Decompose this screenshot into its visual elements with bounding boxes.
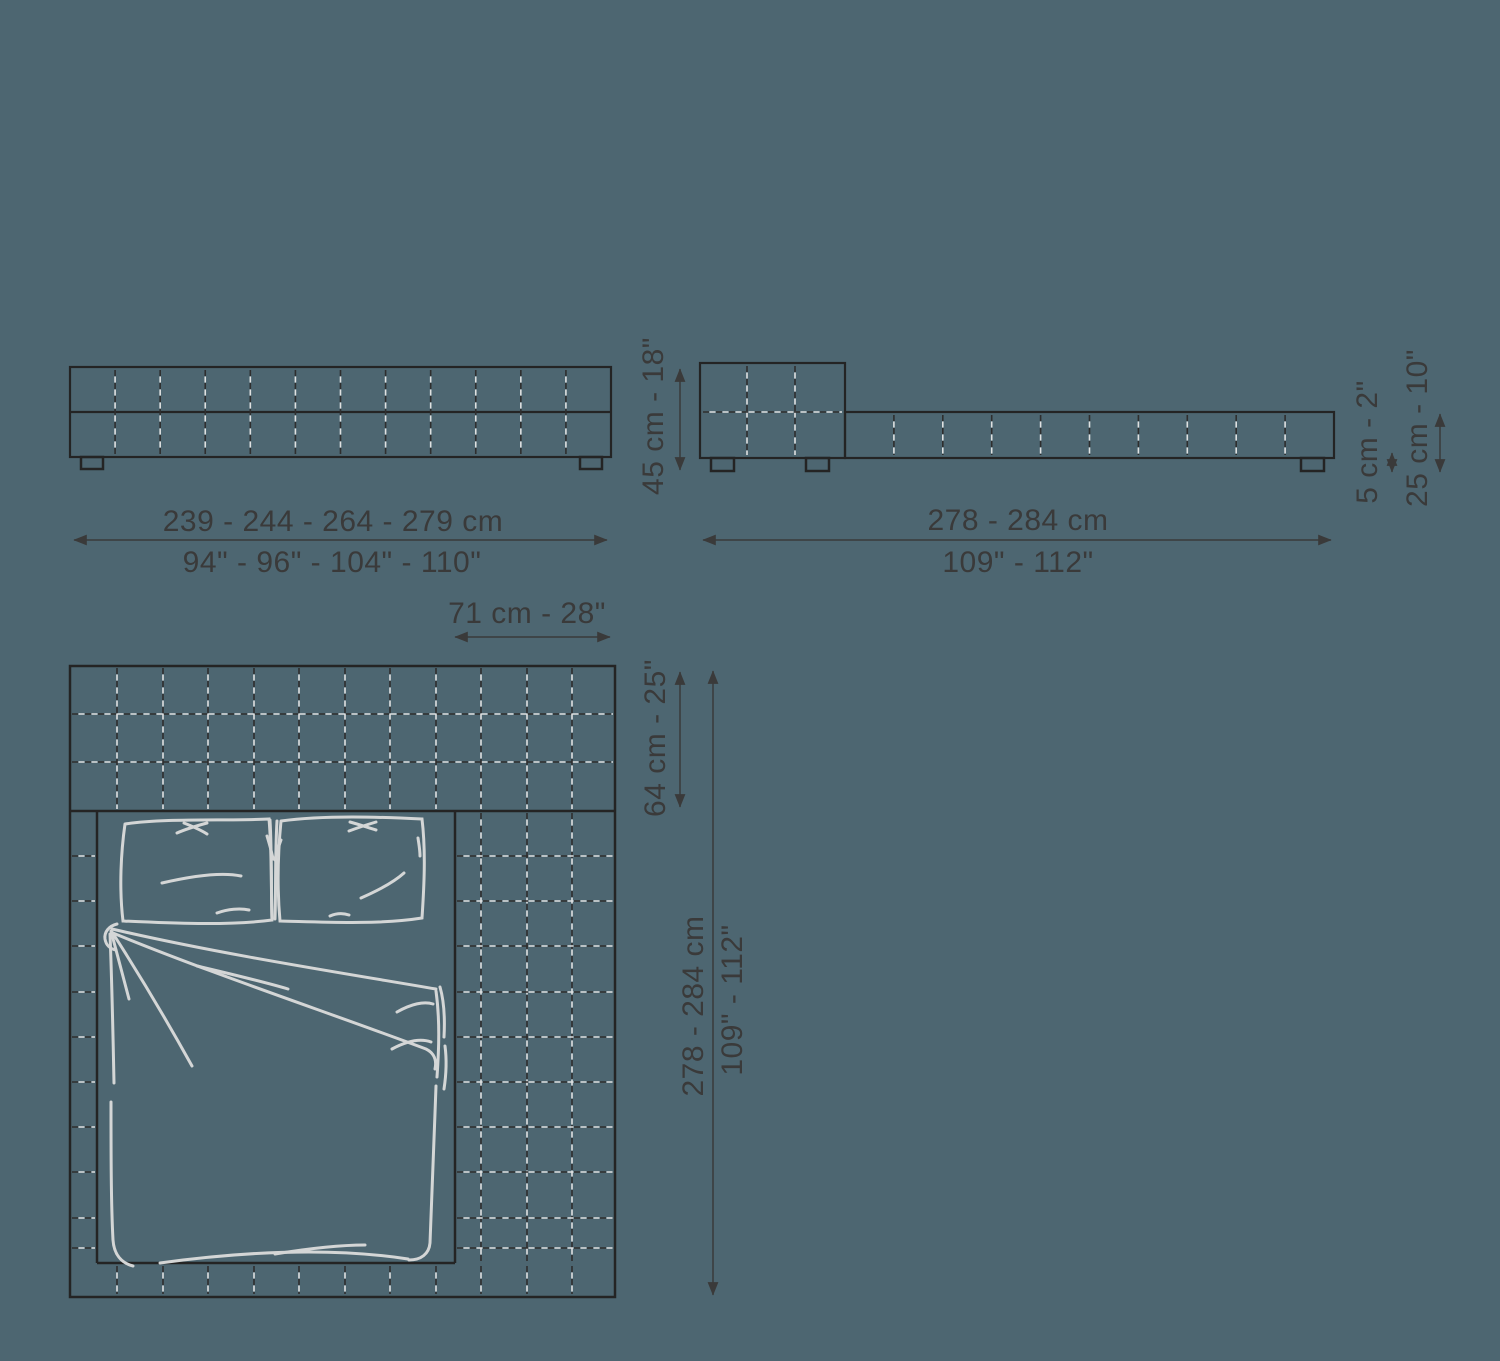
front-width-cm-label: 239 - 244 - 264 - 279 cm bbox=[162, 505, 504, 538]
front-view-drawing bbox=[68, 365, 613, 471]
side-length-cm-label: 278 - 284 cm bbox=[927, 504, 1109, 537]
side-platform-width-label: 71 cm - 28" bbox=[448, 597, 606, 630]
plan-depth-in-label: 109" - 112" bbox=[716, 924, 749, 1076]
headboard-depth-label: 64 cm - 25" bbox=[639, 659, 672, 817]
mattress-bedding-art bbox=[103, 815, 448, 1268]
foot-height-label: 5 cm - 2" bbox=[1351, 380, 1384, 504]
bed-height-label: 45 cm - 18" bbox=[637, 337, 670, 495]
plan-view-drawing bbox=[68, 664, 617, 1299]
dimension-arrows bbox=[73, 368, 1446, 1296]
side-length-in-label: 109" - 112" bbox=[942, 546, 1094, 579]
side-view-drawing bbox=[698, 361, 1336, 473]
frame-height-label: 25 cm - 10" bbox=[1401, 349, 1434, 507]
front-width-in-label: 94" - 96" - 104" - 110" bbox=[182, 546, 482, 579]
plan-depth-cm-label: 278 - 284 cm bbox=[677, 915, 710, 1097]
